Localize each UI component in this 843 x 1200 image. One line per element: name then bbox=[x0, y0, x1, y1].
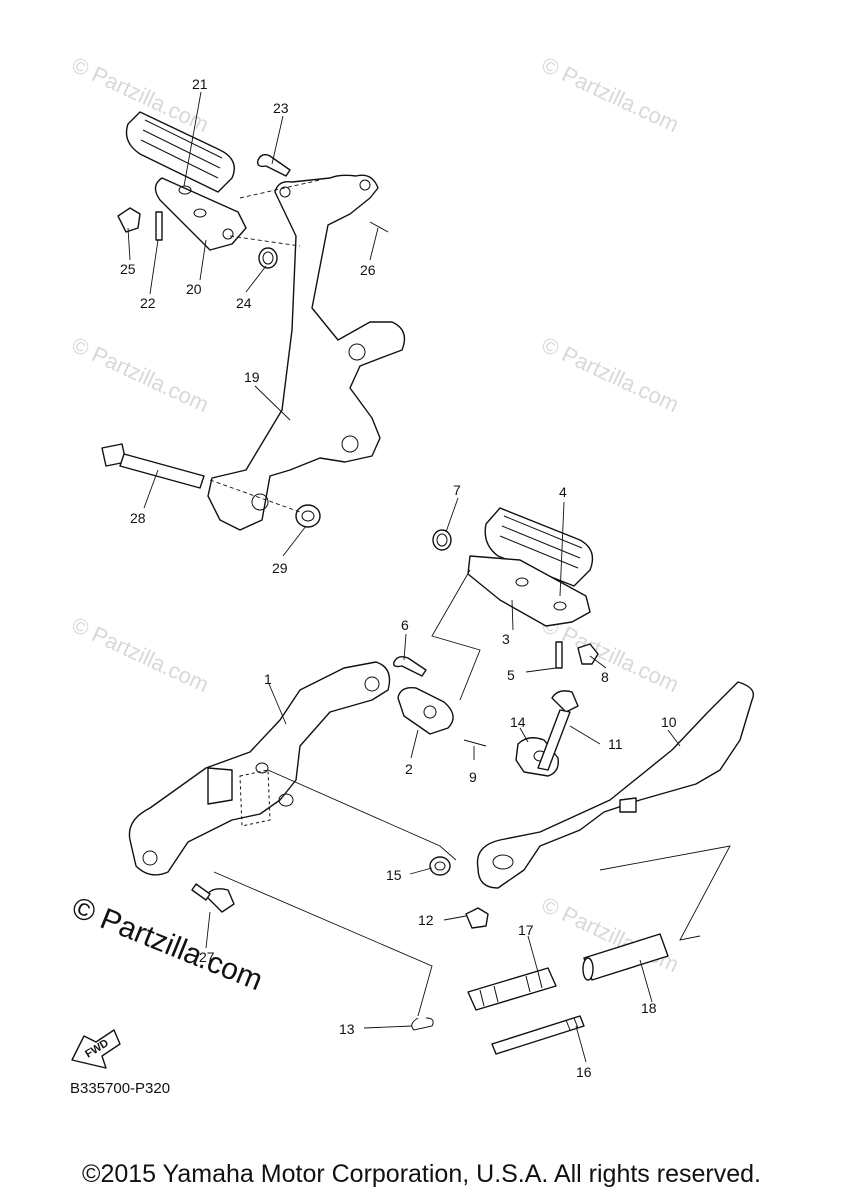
part-29-collar bbox=[295, 504, 321, 528]
part-21-footrest-rubber bbox=[125, 111, 235, 193]
callout-9: 9 bbox=[469, 769, 477, 785]
callout-16: 16 bbox=[576, 1064, 592, 1080]
callout-17: 17 bbox=[518, 922, 534, 938]
callout-22: 22 bbox=[140, 295, 156, 311]
callout-26: 26 bbox=[360, 262, 376, 278]
part-7-spring bbox=[432, 529, 452, 551]
watermark: © Partzilla.com bbox=[538, 52, 683, 137]
guide-line bbox=[213, 769, 731, 1017]
part-10-main-stand bbox=[476, 681, 755, 889]
guide-line bbox=[431, 569, 481, 701]
callout-25: 25 bbox=[120, 261, 136, 277]
callout-2: 2 bbox=[405, 761, 413, 777]
part-12-nut bbox=[465, 907, 489, 929]
part-17-spring bbox=[467, 967, 557, 1011]
copyright-notice: ©2015 Yamaha Motor Corporation, U.S.A. A… bbox=[82, 1160, 761, 1188]
part-9-cotter-pin bbox=[463, 739, 487, 747]
part-23-pin bbox=[256, 153, 291, 177]
callout-23: 23 bbox=[273, 100, 289, 116]
callout-20: 20 bbox=[186, 281, 202, 297]
callout-28: 28 bbox=[130, 510, 146, 526]
callout-1: 1 bbox=[264, 671, 272, 687]
callout-29: 29 bbox=[272, 560, 288, 576]
callout-24: 24 bbox=[236, 295, 252, 311]
watermark: © Partzilla.com bbox=[538, 332, 683, 417]
callout-4: 4 bbox=[559, 484, 567, 500]
callout-15: 15 bbox=[386, 867, 402, 883]
part-11-bolt bbox=[537, 690, 579, 771]
part-22-bolt bbox=[155, 211, 163, 241]
part-25-nut bbox=[117, 207, 141, 233]
part-4-footrest-rubber bbox=[484, 507, 594, 587]
part-13-clip bbox=[411, 1017, 434, 1031]
part-27-bolt bbox=[191, 883, 235, 913]
part-20-footrest bbox=[154, 177, 247, 251]
guide-line bbox=[209, 179, 321, 513]
watermark: © Partzilla.com bbox=[68, 332, 213, 417]
leader-lines bbox=[127, 91, 681, 1063]
part-2-footrest-bracket bbox=[397, 687, 454, 735]
callout-5: 5 bbox=[507, 667, 515, 683]
callout-14: 14 bbox=[510, 714, 526, 730]
callout-7: 7 bbox=[453, 482, 461, 498]
callout-19: 19 bbox=[244, 369, 260, 385]
part-19-footrest-bracket bbox=[207, 174, 406, 531]
callout-8: 8 bbox=[601, 669, 609, 685]
callout-21: 21 bbox=[192, 76, 208, 92]
watermark-large: © Partzilla.com bbox=[67, 891, 267, 997]
callout-13: 13 bbox=[339, 1021, 355, 1037]
part-6-pin bbox=[392, 655, 427, 677]
diagram-code: B335700-P320 bbox=[70, 1080, 170, 1097]
part-16-spring bbox=[491, 1015, 585, 1055]
callout-11: 11 bbox=[608, 736, 623, 752]
watermark: © Partzilla.com bbox=[68, 612, 213, 697]
part-18-cover bbox=[582, 933, 669, 981]
part-26-cotter-pin bbox=[369, 221, 389, 233]
part-24-spring bbox=[258, 247, 278, 269]
part-1-stand-bracket bbox=[128, 661, 391, 876]
part-8-nut bbox=[577, 643, 599, 665]
fwd-arrow-icon: FWD bbox=[71, 1029, 121, 1069]
part-15-collar bbox=[429, 856, 451, 876]
callout-27: 27 bbox=[199, 949, 215, 965]
callout-10: 10 bbox=[661, 714, 677, 730]
part-3-footrest bbox=[467, 555, 591, 627]
callout-12: 12 bbox=[418, 912, 434, 928]
callout-3: 3 bbox=[502, 631, 510, 647]
callout-labels: 21 23 25 22 20 24 26 19 28 29 7 4 3 6 5 … bbox=[120, 76, 677, 1080]
callout-6: 6 bbox=[401, 617, 409, 633]
part-28-bolt bbox=[101, 443, 205, 489]
part-5-bolt bbox=[555, 641, 563, 669]
callout-18: 18 bbox=[641, 1000, 657, 1016]
